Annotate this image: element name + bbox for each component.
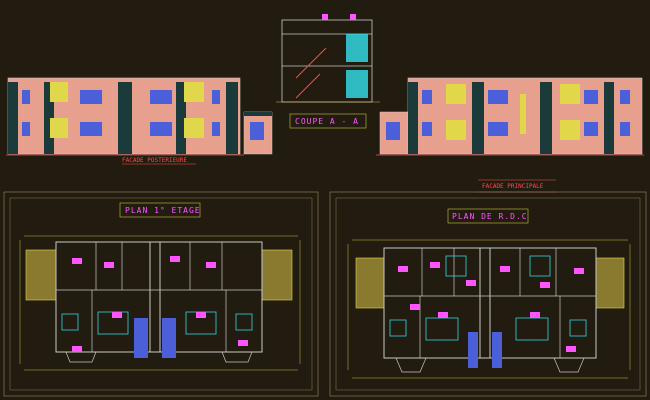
plan-etage[interactable]: PLAN 1° ETAGE (3, 191, 319, 397)
facade-posterieure[interactable]: FACADE POSTERIEURE (6, 77, 273, 165)
plan-rdc-label: PLAN DE R.D.C (452, 212, 528, 221)
facade-posterieure-label: FACADE POSTERIEURE (122, 157, 187, 164)
coupe-label: COUPE A - A (295, 117, 359, 126)
facade-principale-label: FACADE PRINCIPALE (482, 183, 544, 190)
plan-etage-label: PLAN 1° ETAGE (125, 206, 201, 215)
plan-rdc[interactable]: PLAN DE R.D.C (329, 191, 647, 397)
facade-principale[interactable]: FACADE PRINCIPALE (376, 77, 644, 193)
coupe-section[interactable]: COUPE A - A (276, 14, 380, 129)
